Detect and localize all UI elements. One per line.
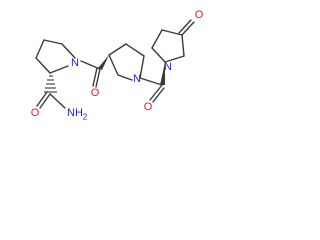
atom-label-nh: NH bbox=[67, 107, 83, 119]
bond bbox=[151, 29, 163, 49]
amide-group bbox=[36, 91, 66, 109]
bond bbox=[161, 29, 183, 36]
bond bbox=[181, 21, 195, 36]
stereo-wedge bbox=[98, 55, 109, 70]
bond bbox=[178, 19, 192, 34]
bond bbox=[125, 43, 145, 57]
bond bbox=[152, 87, 165, 103]
bond bbox=[49, 93, 66, 109]
bond bbox=[80, 60, 101, 70]
atom-label-nh2: NH 2 bbox=[67, 107, 88, 122]
bond bbox=[181, 34, 185, 57]
stereo-wedge bbox=[160, 62, 165, 85]
atom-label-o-lactam: O bbox=[195, 9, 204, 21]
bond bbox=[49, 65, 69, 74]
proline-ring-middle bbox=[98, 43, 145, 81]
atom-label-o-carbonyl-2: O bbox=[91, 87, 100, 99]
carbonyl-2 bbox=[80, 60, 101, 88]
bond bbox=[139, 77, 163, 86]
bond bbox=[108, 54, 119, 76]
molecule-structure: O N O N O N O NH 2 bbox=[31, 9, 204, 122]
structure-canvas: O N O N O N O NH 2 bbox=[0, 0, 219, 135]
bond bbox=[149, 84, 163, 101]
bond bbox=[35, 57, 51, 74]
bond bbox=[139, 55, 145, 79]
bond bbox=[43, 39, 63, 45]
atom-label-nh2-subscript: 2 bbox=[83, 113, 88, 122]
atom-label-n-left-proline: N bbox=[71, 57, 79, 69]
atom-label-n-middle-proline: N bbox=[133, 73, 141, 85]
bond bbox=[164, 55, 185, 63]
atom-label-n-pyroglutamate: N bbox=[164, 61, 172, 73]
pyroglutamate-ring bbox=[151, 19, 195, 85]
bond bbox=[108, 43, 127, 56]
bond bbox=[95, 68, 101, 88]
atom-label-o-carbonyl-1: O bbox=[144, 101, 153, 113]
bond bbox=[61, 43, 76, 59]
carbonyl-1 bbox=[139, 77, 165, 103]
bond bbox=[36, 91, 48, 107]
bond bbox=[39, 93, 51, 109]
bond bbox=[92, 67, 98, 87]
atom-label-o-amide: O bbox=[31, 107, 40, 119]
bond bbox=[151, 47, 166, 63]
bond bbox=[117, 74, 133, 81]
proline-ring-left bbox=[35, 39, 76, 93]
bond bbox=[35, 39, 45, 59]
